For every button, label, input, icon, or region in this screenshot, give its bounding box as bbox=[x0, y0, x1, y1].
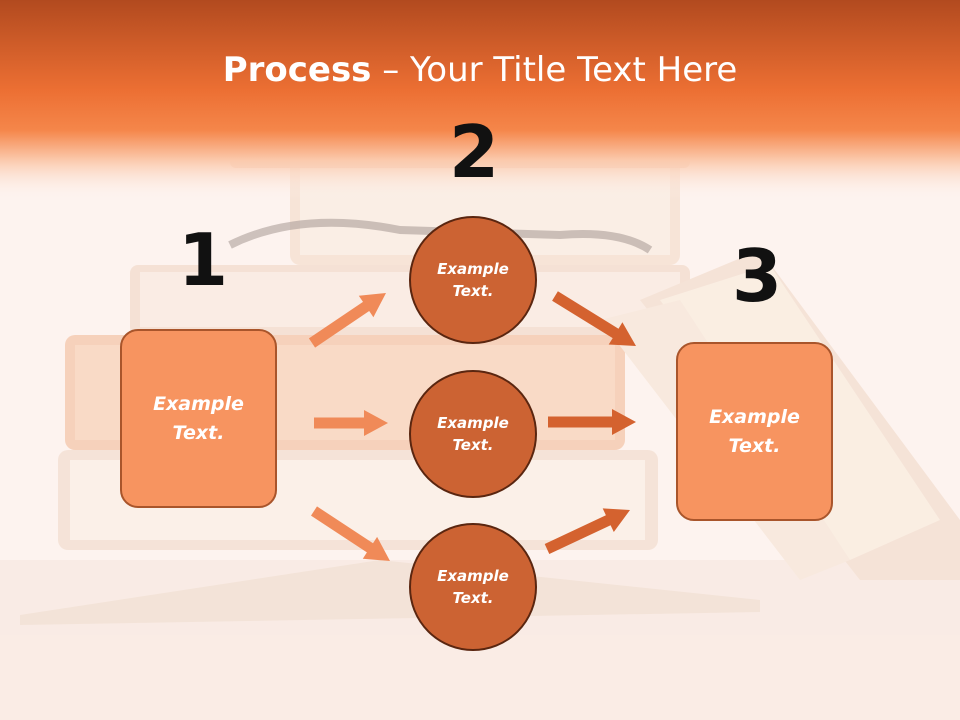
step-number-2: 2 bbox=[449, 110, 500, 194]
step-3-text: Example Text. bbox=[709, 406, 800, 457]
step-1-text: Example Text. bbox=[153, 393, 244, 444]
title-rest: – Your Title Text Here bbox=[371, 50, 738, 90]
circle-top-text: Example Text. bbox=[437, 259, 509, 301]
step-1-box: Example Text. bbox=[120, 329, 277, 508]
title-bold: Process bbox=[222, 50, 372, 90]
circle-middle-text: Example Text. bbox=[437, 413, 509, 455]
step-2-circle-bottom: Example Text. bbox=[409, 523, 537, 651]
step-2-circle-top: Example Text. bbox=[409, 216, 537, 344]
step-number-3: 3 bbox=[732, 234, 783, 318]
slide-title: Process – Your Title Text Here bbox=[0, 50, 960, 90]
step-2-circle-middle: Example Text. bbox=[409, 370, 537, 498]
circle-bottom-text: Example Text. bbox=[437, 566, 509, 608]
step-3-box: Example Text. bbox=[676, 342, 833, 521]
step-number-1: 1 bbox=[178, 218, 229, 302]
